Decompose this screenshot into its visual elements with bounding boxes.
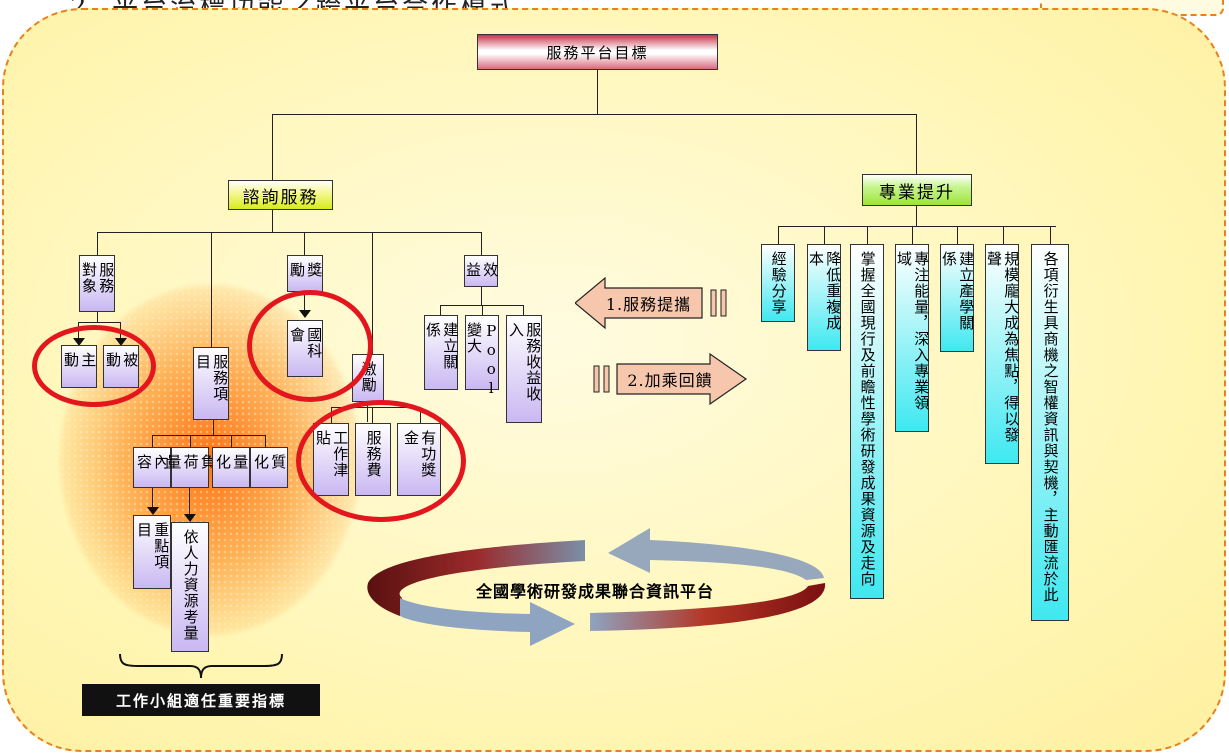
node-reduce-cost: 降低重複成本 bbox=[807, 244, 842, 351]
platform-cycle-label: 全國學術研發成果聯合資訊平台 bbox=[475, 582, 714, 601]
node-content: 內容 bbox=[133, 447, 171, 488]
footer-indicator-label: 工作小組適任重要指標 bbox=[82, 684, 320, 716]
root-goal: 服務平台目標 bbox=[477, 34, 718, 70]
node-scale-focus: 規模龐大成為焦點，得以發聲 bbox=[985, 244, 1020, 464]
node-master-resources: 掌握全國現行及前瞻性學術研發成果資源及走向 bbox=[850, 244, 884, 599]
arrow-multiplier-feedback-label: 2.加乘回饋 bbox=[627, 371, 713, 390]
branch-upgrade: 專業提升 bbox=[862, 174, 972, 206]
node-award: 獎勵 bbox=[287, 255, 323, 292]
node-quantify: 量化 bbox=[212, 447, 250, 488]
highlight-ring-incentive bbox=[296, 400, 466, 522]
node-focus-energy: 專注能量，深入專業領域 bbox=[895, 244, 930, 432]
arrow-service-support: 1.服務提攜 bbox=[575, 276, 735, 330]
arrow-multiplier-feedback: 2.加乘回饋 bbox=[592, 352, 748, 406]
node-pool-bigger: Pool變大 bbox=[465, 315, 500, 398]
arrow-service-support-label: 1.服務提攜 bbox=[605, 295, 692, 314]
node-service-target: 服務對象 bbox=[79, 255, 115, 312]
highlight-ring-target bbox=[32, 325, 156, 407]
node-key-items: 重點項目 bbox=[133, 515, 171, 589]
node-qualify: 質化 bbox=[250, 447, 288, 488]
node-experience-sharing: 經驗分享 bbox=[761, 244, 795, 322]
node-ip-opportunity: 各項衍生具商機之智權資訊與契機，主動匯流於此 bbox=[1031, 244, 1069, 621]
node-manpower: 依人力資源考量 bbox=[171, 522, 209, 652]
indicator-bracket bbox=[118, 652, 284, 680]
highlight-ring-award bbox=[247, 290, 373, 402]
branch-consult: 諮詢服務 bbox=[228, 180, 333, 210]
node-industry-academia: 建立產學關係 bbox=[940, 244, 975, 352]
node-load: 負荷量 bbox=[164, 447, 217, 488]
node-service-items: 服務項目 bbox=[193, 347, 229, 420]
node-build-relations: 建立關係 bbox=[424, 315, 459, 390]
node-benefit: 效益 bbox=[464, 255, 499, 287]
platform-cycle: 全國學術研發成果聯合資訊平台 bbox=[360, 528, 830, 648]
node-service-revenue: 服務收益收入 bbox=[506, 315, 542, 423]
